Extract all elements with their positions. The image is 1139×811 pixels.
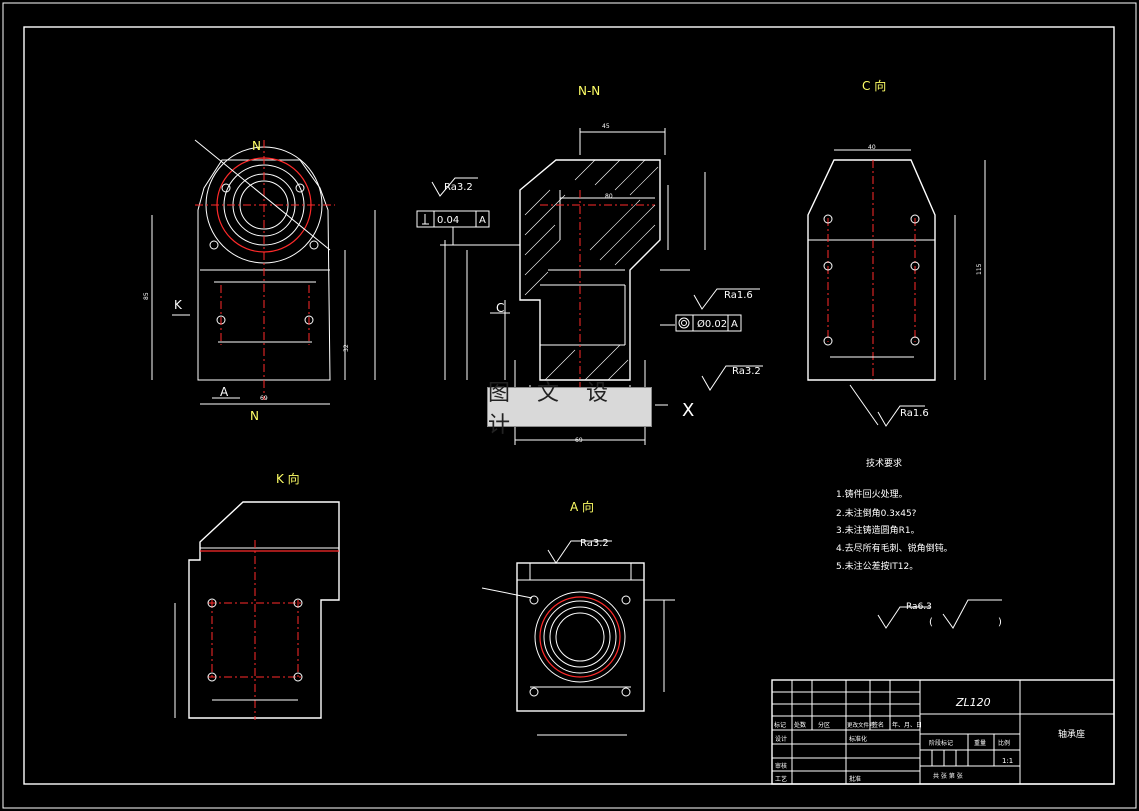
h-approve: 批准 bbox=[849, 775, 861, 783]
ra16-c: Ra1.6 bbox=[900, 408, 929, 419]
dim-32: 32 bbox=[343, 344, 350, 352]
dim-85: 85 bbox=[143, 292, 150, 300]
roughness-symbol bbox=[701, 365, 763, 391]
scale: 1:1 bbox=[1002, 757, 1013, 765]
h-ratio: 比例 bbox=[998, 739, 1010, 747]
section-nn-title: N-N bbox=[578, 84, 600, 98]
perp-datum: A bbox=[479, 215, 486, 226]
h-review: 审核 bbox=[775, 762, 787, 770]
roughness-symbol bbox=[693, 288, 760, 310]
dim-69-section: 69 bbox=[575, 437, 583, 444]
roughness-symbol bbox=[942, 599, 1002, 629]
label-k: K bbox=[174, 298, 183, 312]
k-view-title: K 向 bbox=[276, 471, 300, 486]
dim-115: 115 bbox=[976, 263, 983, 275]
h-design: 设计 bbox=[775, 735, 787, 743]
h-stage: 阶段标记 bbox=[929, 739, 953, 747]
concentricity-frame bbox=[675, 314, 742, 332]
tech-item-4: 4.去尽所有毛刺、锐角倒钝。 bbox=[836, 542, 953, 554]
label-a: A bbox=[220, 385, 229, 399]
h-date: 年、月、日 bbox=[892, 721, 922, 729]
inner-frame bbox=[23, 26, 1115, 785]
ra32-right: Ra3.2 bbox=[732, 366, 761, 377]
h-zone: 分区 bbox=[818, 721, 830, 729]
ra63: Ra6.3 bbox=[906, 602, 932, 612]
front-view bbox=[151, 139, 376, 405]
label-n-bottom: N bbox=[250, 409, 259, 423]
svg-text:): ) bbox=[998, 617, 1002, 628]
dim-45: 45 bbox=[602, 123, 610, 130]
h-mark: 标记 bbox=[774, 721, 786, 729]
conc-datum: A bbox=[731, 319, 738, 330]
dim-80: 80 bbox=[605, 193, 613, 200]
ra16-section: Ra1.6 bbox=[724, 290, 753, 301]
h-count: 处数 bbox=[794, 721, 806, 729]
a-view-title: A 向 bbox=[570, 499, 594, 514]
dim-69-front: 69 bbox=[260, 395, 268, 402]
tech-item-3: 3.未注铸造圆角R1。 bbox=[836, 524, 920, 536]
drawing-number: ZL120 bbox=[955, 696, 991, 709]
k-view bbox=[174, 501, 340, 720]
roughness-symbol bbox=[877, 405, 925, 427]
roughness-symbol bbox=[431, 177, 478, 197]
label-n-top: N bbox=[252, 139, 261, 153]
tech-item-1: 1.铸件回火处理。 bbox=[836, 488, 908, 500]
tech-item-5: 5.未注公差按IT12。 bbox=[836, 560, 918, 572]
label-x: X bbox=[682, 400, 694, 421]
watermark-stamp: 图 文 设 计 bbox=[487, 381, 652, 438]
ra32-a: Ra3.2 bbox=[580, 538, 609, 549]
c-view-title: C 向 bbox=[862, 78, 886, 93]
svg-text:(: ( bbox=[929, 617, 933, 628]
roughness-symbol bbox=[877, 606, 930, 629]
h-weight: 重量 bbox=[974, 739, 986, 747]
h-sign: 签名 bbox=[872, 721, 884, 729]
ra32-left: Ra3.2 bbox=[444, 182, 473, 193]
h-process: 工艺 bbox=[775, 775, 787, 783]
tech-title: 技术要求 bbox=[866, 457, 902, 469]
label-c: C bbox=[496, 301, 504, 315]
h-sheet: 共 张 第 张 bbox=[933, 772, 963, 780]
a-view bbox=[481, 562, 675, 736]
part-name: 轴承座 bbox=[1058, 728, 1085, 740]
perp-value: 0.04 bbox=[437, 215, 459, 226]
h-doc: 更改文件号 bbox=[847, 721, 875, 729]
c-view bbox=[807, 149, 986, 426]
dim-40: 40 bbox=[868, 144, 876, 151]
title-block bbox=[771, 679, 1115, 785]
h-std: 标准化 bbox=[849, 735, 867, 743]
roughness-symbol bbox=[547, 540, 612, 564]
tech-item-2: 2.未注倒角0.3x45? bbox=[836, 507, 917, 519]
conc-value: Ø0.02 bbox=[697, 318, 727, 330]
